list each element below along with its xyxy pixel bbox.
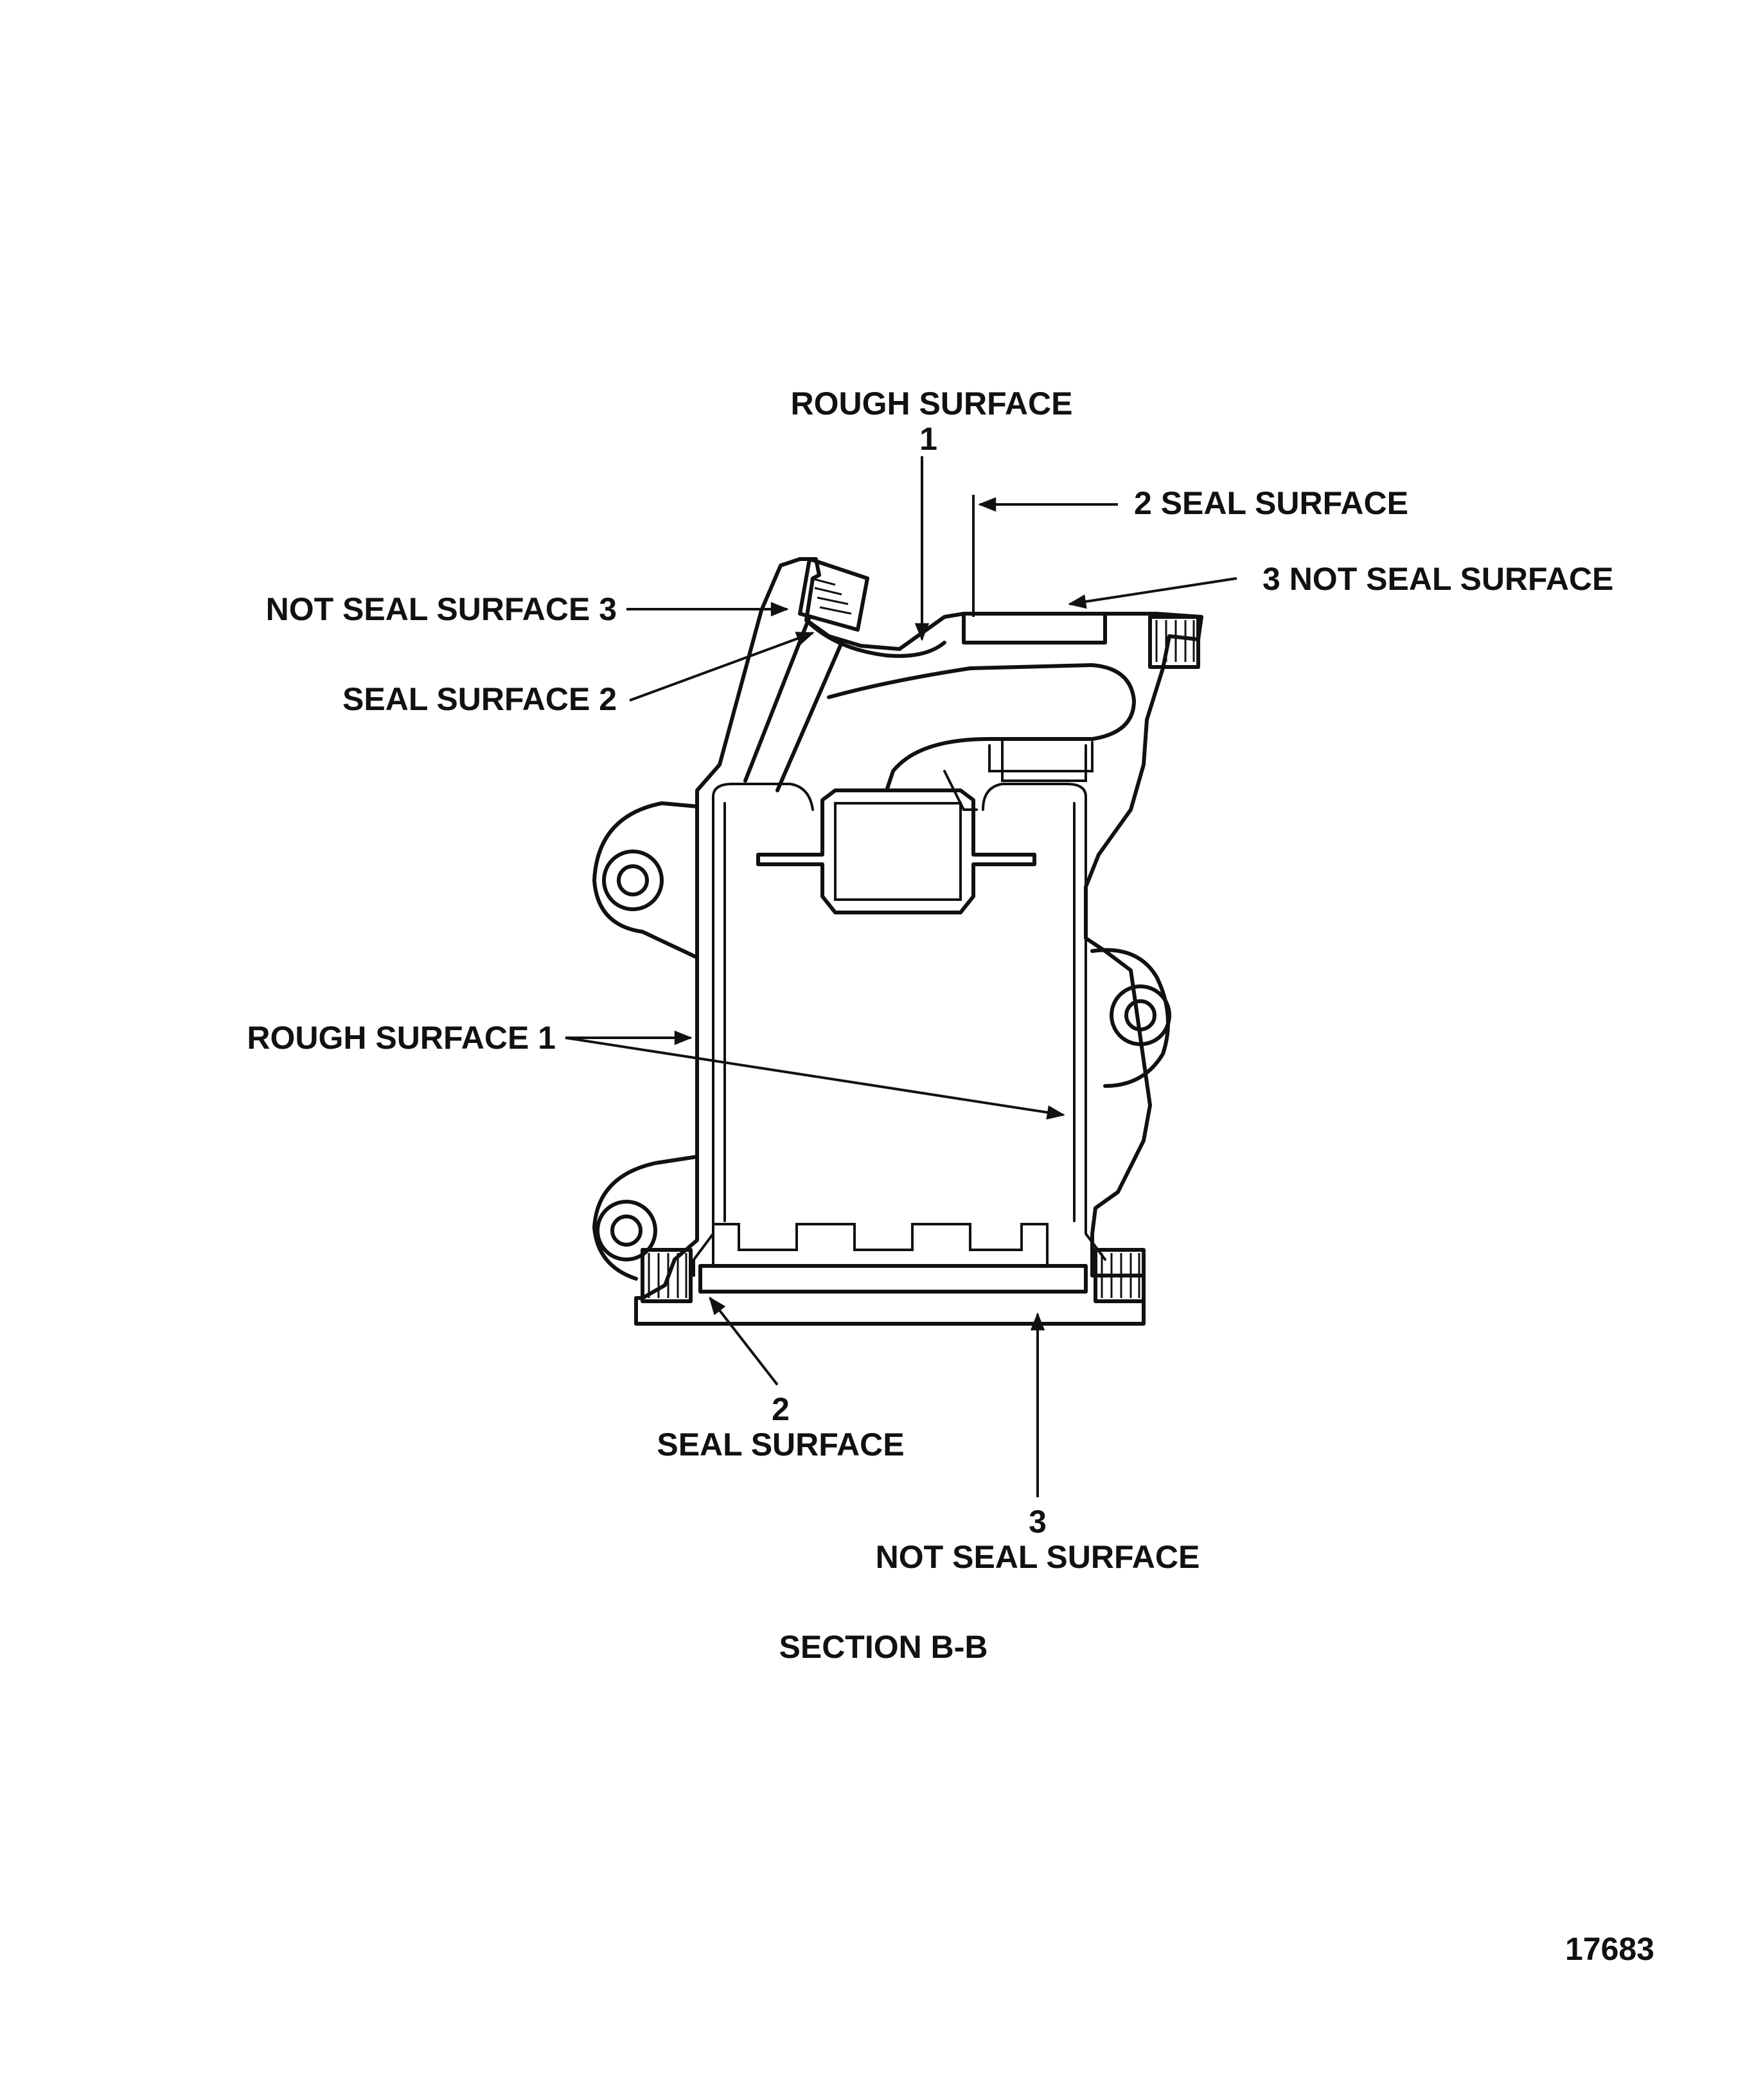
thread-top-right-hatch — [1155, 620, 1195, 662]
mount-hole-upper-left — [617, 864, 649, 896]
mount-hole-right — [1124, 999, 1156, 1031]
labels: ROUGH SURFACE 1 2 SEAL SURFACE 3 NOT SEA… — [247, 386, 1654, 1967]
leader-seal-surface-left — [629, 632, 815, 702]
leader-seal-surface-bottom — [709, 1296, 779, 1386]
section-title: SECTION B-B — [779, 1629, 988, 1665]
housing-body — [592, 557, 1203, 1326]
slanted-nozzle — [743, 615, 844, 792]
label-not-seal-surface-left: NOT SEAL SURFACE 3 — [266, 591, 617, 627]
mount-ear-lower-left — [592, 1155, 699, 1281]
mount-ear-upper-left — [592, 801, 699, 959]
thread-top-right — [1148, 615, 1200, 669]
leader-lines — [565, 456, 1237, 1497]
figure-number: 17683 — [1565, 1931, 1654, 1967]
label-not-seal-surface-top-right: 3 NOT SEAL SURFACE — [1262, 561, 1613, 597]
nozzle-cap-hatch — [810, 577, 852, 615]
label-not-seal-surface-bottom: NOT SEAL SURFACE — [876, 1539, 1200, 1575]
mount-hole-lower-left-outer — [596, 1200, 657, 1261]
mount-hole-upper-left-outer — [602, 850, 664, 911]
label-seal-surface-bottom: SEAL SURFACE — [657, 1427, 904, 1463]
mount-hole-right-outer — [1110, 984, 1171, 1046]
label-not-seal-surface-bottom-num: 3 — [1029, 1504, 1047, 1540]
center-chamber-inner — [834, 802, 962, 901]
nozzle-cap — [798, 557, 869, 632]
leader-not-seal-surface-top-right — [1068, 577, 1237, 609]
label-rough-surface-top: ROUGH SURFACE — [791, 386, 1073, 422]
leader-rough-surface-side-b — [565, 1037, 1065, 1120]
seal-pocket-right — [1001, 738, 1087, 782]
label-seal-surface-top-right: 2 SEAL SURFACE — [1134, 485, 1408, 521]
thread-bottom-right — [1094, 1248, 1146, 1303]
label-seal-surface-left: SEAL SURFACE 2 — [342, 681, 617, 717]
label-seal-surface-bottom-num: 2 — [772, 1391, 790, 1427]
top-right-boss — [962, 612, 1107, 645]
thread-bottom-left-hatch — [648, 1253, 687, 1298]
upper-passage-lower-edge — [943, 741, 1094, 811]
outer-outline — [634, 557, 1203, 1326]
upper-passage — [804, 618, 1136, 792]
inner-wall-lines — [723, 802, 1076, 1222]
bottom-teeth — [712, 1223, 1049, 1267]
mount-hole-lower-left — [610, 1215, 642, 1247]
bottom-flange — [698, 1264, 1088, 1294]
label-rough-surface-top-num: 1 — [919, 421, 937, 457]
center-chamber — [756, 788, 1036, 914]
inner-cavity — [693, 783, 1106, 1277]
label-rough-surface-side: ROUGH SURFACE 1 — [247, 1020, 556, 1056]
thread-bottom-right-hatch — [1101, 1253, 1140, 1298]
thread-bottom-left — [641, 1248, 693, 1303]
